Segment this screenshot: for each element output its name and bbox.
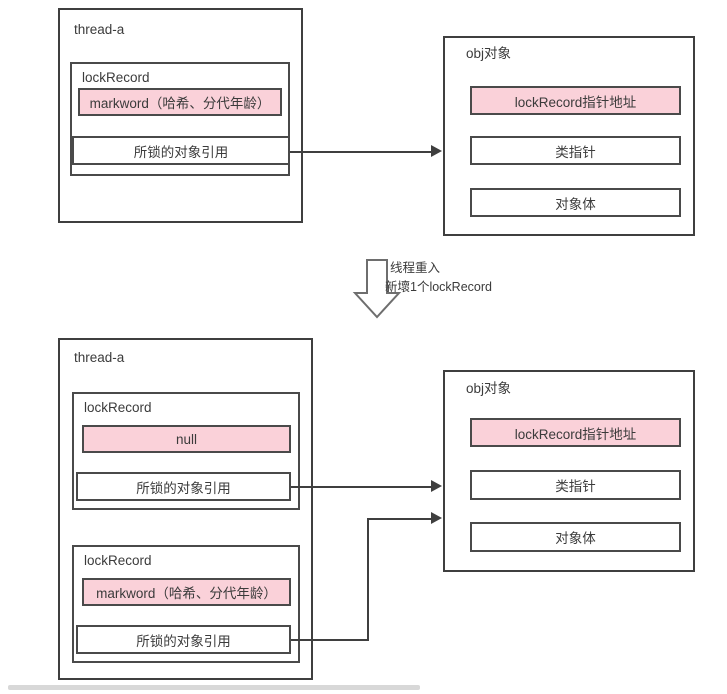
top-object-ref-cell: 所锁的对象引用: [72, 136, 290, 165]
top-obj-label: obj对象: [466, 46, 512, 61]
bottom-obj-row-lockrecord-pointer: lockRecord指针地址: [470, 418, 681, 447]
top-markword-cell: markword（哈希、分代年龄）: [78, 88, 282, 116]
top-lockrecord-label: lockRecord: [82, 70, 150, 85]
top-connector-line: [290, 151, 434, 153]
bottom-connector-1-line: [291, 486, 434, 488]
top-connector-arrowhead: [431, 145, 442, 157]
bottom-connector-2-segment-horizontal-lower: [291, 639, 368, 641]
bottom-object-ref-cell-1: 所锁的对象引用: [76, 472, 291, 501]
bottom-obj-label: obj对象: [466, 381, 512, 396]
bottom-obj-row-class-pointer: 类指针: [470, 470, 681, 500]
bottom-connector-2-arrowhead: [431, 512, 442, 524]
bottom-connector-2-segment-horizontal-upper: [367, 518, 434, 520]
top-obj-row-object-body: 对象体: [470, 188, 681, 217]
bottom-object-ref-cell-2: 所锁的对象引用: [76, 625, 291, 654]
bottom-obj-row-object-body: 对象体: [470, 522, 681, 552]
transition-down-arrow-icon: [352, 259, 402, 319]
bottom-connector-1-arrowhead: [431, 480, 442, 492]
transition-label-line1: 线程重入: [390, 261, 441, 275]
bottom-markword-cell-2: markword（哈希、分代年龄）: [82, 578, 291, 606]
bottom-thread-label: thread-a: [74, 350, 125, 365]
bottom-markword-cell-1: null: [82, 425, 291, 453]
top-obj-row-class-pointer: 类指针: [470, 136, 681, 165]
horizontal-scrollbar[interactable]: [8, 685, 420, 690]
bottom-connector-2-segment-vertical: [367, 518, 369, 641]
bottom-lockrecord-label-2: lockRecord: [84, 553, 152, 568]
top-thread-label: thread-a: [74, 22, 125, 37]
bottom-lockrecord-label-1: lockRecord: [84, 400, 152, 415]
transition-label-line2: 新壞1个lockRecord: [385, 280, 492, 294]
top-obj-row-lockrecord-pointer: lockRecord指针地址: [470, 86, 681, 115]
